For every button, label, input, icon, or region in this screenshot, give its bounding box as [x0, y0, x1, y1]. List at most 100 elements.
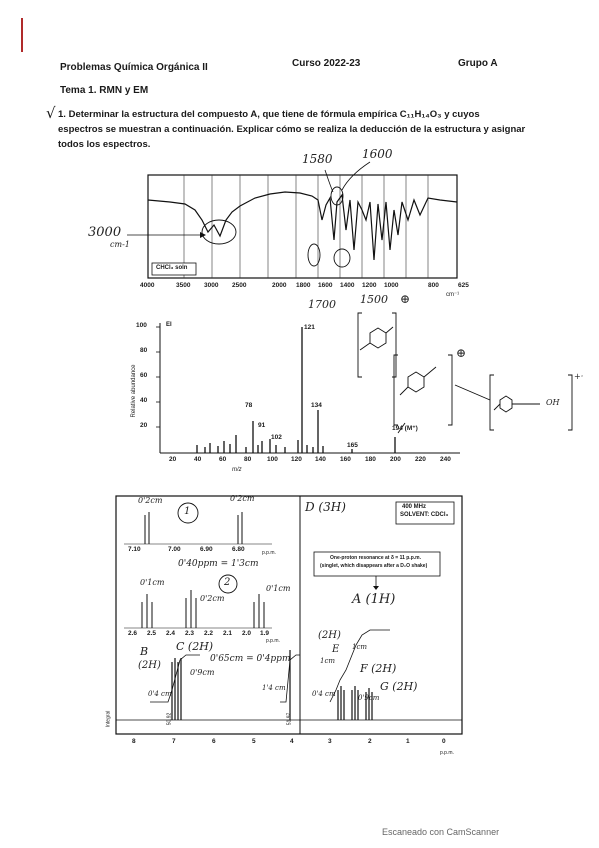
nmr-x-tick: 1: [406, 738, 410, 745]
nmr-label-e: E: [332, 644, 340, 655]
nmr-inset1-tick: 7.10: [128, 546, 141, 553]
nmr-x-tick: 3: [328, 738, 332, 745]
nmr-inset2-annot-a: 0'1cm: [140, 578, 165, 587]
course-title: Problemas Química Orgánica II: [60, 62, 208, 73]
ms-annot-plus: ⊕: [400, 292, 411, 306]
nmr-x-axis: 8 7 6 5 4 3 2 1 0: [120, 738, 460, 748]
ms-annot-oh: OH: [546, 398, 560, 407]
nmr-inset1-annot-b: 0'2cm: [230, 494, 255, 503]
ms-x-tick: 180: [365, 456, 376, 463]
ms-y-tick: 80: [140, 347, 148, 354]
group-label: Grupo A: [458, 58, 498, 69]
nmr-inset1-tick: 6.90: [200, 546, 213, 553]
nmr-label-c: C (2H): [176, 640, 214, 653]
ms-peak-91: 91: [258, 422, 266, 429]
ms-peak-134: 134: [311, 402, 322, 409]
nmr-inset1-ticks: 7.10 7.00 6.90 6.80: [128, 546, 288, 556]
nmr-x-tick: 4: [290, 738, 294, 745]
nmr-circle-2: 2: [224, 577, 231, 588]
ir-annot-1600: 1600: [362, 147, 393, 161]
ms-x-tick: 40: [194, 456, 202, 463]
nmr-inset2-tick: 2.0: [242, 630, 252, 637]
ir-tick: 1200: [362, 282, 377, 289]
nmr-info-1: 400 MHz: [402, 504, 427, 510]
ir-annot-3000: 3000: [88, 225, 122, 240]
ir-spectrum: [127, 161, 458, 279]
nmr-inset2-tick: 2.4: [166, 630, 176, 637]
nmr-inset1-unit: p.p.m.: [262, 550, 276, 556]
nmr-inset2-annot-c: 0'1cm: [266, 584, 291, 593]
ir-annot-1700: 1700: [308, 298, 336, 311]
nmr-inset2-tick: 2.2: [204, 630, 214, 637]
ir-annot-1500: 1500: [360, 293, 388, 306]
ms-ei-label: EI: [166, 322, 172, 328]
problem-text: 1. Determinar la estructura del compuest…: [58, 107, 578, 152]
nmr-label-a: A (1H): [352, 592, 396, 607]
ms-x-tick: 240: [440, 456, 451, 463]
nmr-annot-09b: 0'9cm: [358, 694, 380, 702]
nmr-annot-14: 1'4 cm: [262, 684, 286, 692]
ir-tick: 1600: [318, 282, 333, 289]
nmr-info-2: SOLVENT: CDCl₃: [400, 512, 449, 518]
ms-x-axis: 20 40 60 80 100 120 140 160 180 200 220 …: [165, 456, 465, 466]
nmr-x-tick: 7: [172, 738, 176, 745]
nmr-label-d: D (3H): [305, 500, 346, 514]
nmr-label-e-h: (2H): [318, 630, 341, 641]
nmr-label-g: G (2H): [380, 680, 418, 693]
ms-peak-78: 78: [245, 402, 253, 409]
ms-x-tick: 100: [267, 456, 278, 463]
nmr-x-tick: 6: [212, 738, 216, 745]
nmr-integral-1: 50.92: [166, 712, 173, 726]
ir-tick: 2500: [232, 282, 247, 289]
ir-x-unit: cm⁻¹: [446, 292, 460, 298]
nmr-inset2-tick: 1.9: [260, 630, 270, 637]
nmr-inset1-annot-a: 0'2cm: [138, 496, 163, 505]
nmr-side-label: Integral: [105, 710, 112, 728]
problem-line-3: todos los espectros.: [58, 139, 151, 150]
nmr-inset2-eq: 0'65cm = 0'4ppm: [210, 654, 291, 664]
ms-y-tick: 100: [136, 322, 147, 329]
nmr-spectrum: [115, 495, 463, 735]
ms-peak-194: 194 (M⁺): [392, 425, 418, 432]
problem-line-1: Determinar la estructura del compuesto A…: [68, 109, 480, 120]
nmr-note-1: One-proton resonance at δ = 11 p.p.m.: [330, 555, 421, 561]
nmr-inset1-eq: 0'40ppm = 1'3cm: [178, 559, 259, 569]
ir-tick: 3500: [176, 282, 191, 289]
ms-peak-165: 165: [347, 442, 358, 449]
ms-y-tick: 20: [140, 422, 148, 429]
ms-peak-121: 121: [304, 324, 315, 331]
nmr-annot-09: 0'9cm: [190, 668, 215, 677]
nmr-label-b: B: [140, 645, 149, 658]
nmr-label-f: F (2H): [360, 662, 397, 675]
nmr-note-2: (singlet, which disappears after a D₂O s…: [320, 563, 428, 569]
course-year: Curso 2022-23: [292, 58, 361, 69]
mass-spectrum: [156, 312, 573, 454]
ms-x-tick: 220: [415, 456, 426, 463]
nmr-annot-04: 0'4 cm: [148, 690, 172, 698]
nmr-label-b-h: (2H): [138, 660, 161, 671]
nmr-x-unit: p.p.m.: [440, 750, 454, 756]
ms-x-tick: 200: [390, 456, 401, 463]
ir-annot-3000-unit: cm-1: [110, 240, 130, 249]
problem-number: 1.: [58, 109, 66, 120]
ms-annot-plus-2: ⊕: [456, 346, 467, 360]
nmr-integral-2: 51.97: [286, 712, 293, 726]
nmr-inset2-annot-b: 0'2cm: [200, 594, 225, 603]
ms-x-tick: 20: [169, 456, 177, 463]
ms-y-ticks: 100 80 60 40 20: [136, 322, 158, 452]
ir-tick: 800: [428, 282, 439, 289]
margin-mark: [21, 18, 23, 52]
check-mark: √: [46, 104, 56, 122]
problem-line-2: espectros se muestran a continuación. Ex…: [58, 124, 526, 135]
ir-solvent-label: CHCl₃ soln: [156, 265, 188, 271]
nmr-inset1-tick: 7.00: [168, 546, 181, 553]
ir-tick: 1800: [296, 282, 311, 289]
ms-peak-102: 102: [271, 434, 282, 441]
nmr-circle-1: 1: [184, 506, 191, 517]
ir-x-axis: 4000 3500 3000 2500 2000 1800 1600 1400 …: [140, 282, 480, 292]
ir-tick: 3000: [204, 282, 219, 289]
nmr-annot-04b: 0'4 cm: [312, 690, 336, 698]
nmr-inset2-tick: 2.6: [128, 630, 138, 637]
ms-annot-radical: +·: [574, 372, 584, 381]
ms-x-tick: 60: [219, 456, 227, 463]
